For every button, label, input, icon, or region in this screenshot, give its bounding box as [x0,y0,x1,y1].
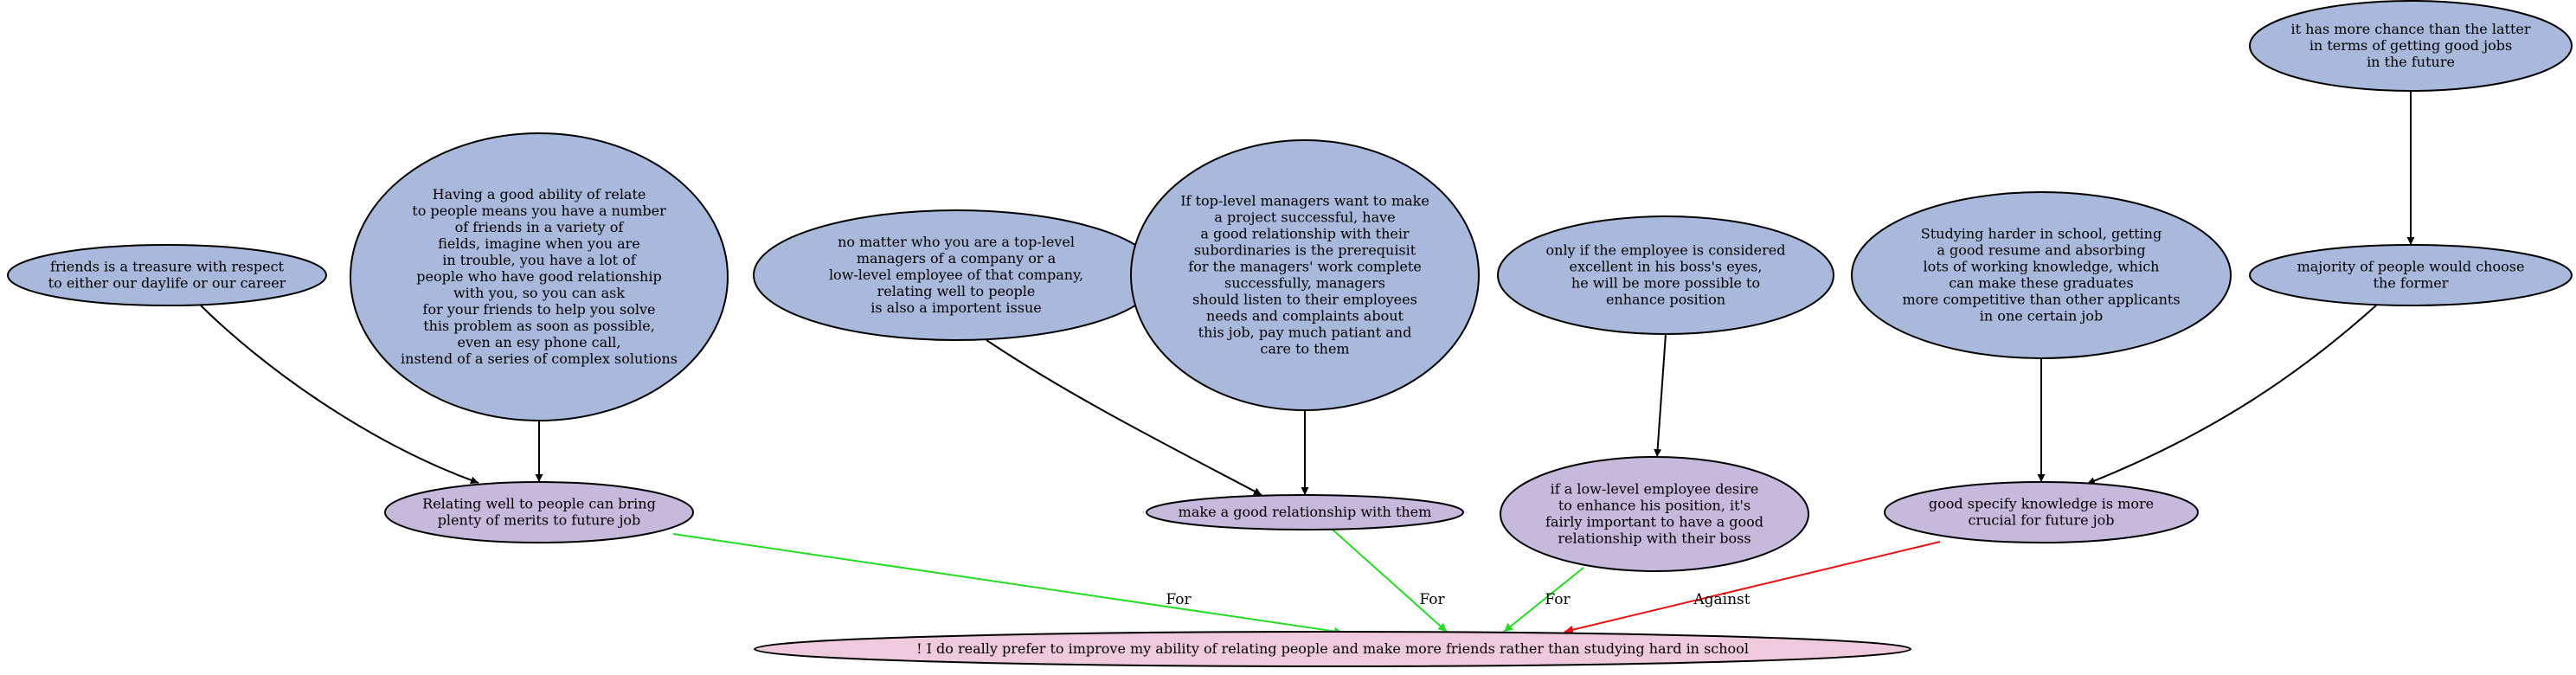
node-text-line: in terms of getting good jobs [2309,37,2512,54]
node-conclusion-root: ! I do really prefer to improve my abili… [754,631,1911,667]
node-ellipse [1884,481,2199,543]
node-premise-n3: no matter who you are a top-levelmanager… [753,209,1160,341]
node-ellipse [2249,244,2573,306]
edges-layer: For For For Against [200,91,2415,636]
node-text-line: more competitive than other applicants [1902,292,2180,308]
node-text-line: in the future [2367,54,2455,70]
node-ellipse [1500,456,1809,572]
node-ellipse [1497,215,1834,335]
edge-label-for: For [1166,591,1192,608]
node-text-line: people who have good relationship [416,268,661,285]
node-ellipse [2249,0,2573,92]
node-text-line: ! I do really prefer to improve my abili… [916,640,1749,657]
node-text-line: in one certain job [1980,308,2103,325]
node-text-line: it has more chance than the latter [2291,21,2531,37]
node-text-line: relating well to people [877,283,1036,299]
node-text-line: a project successful, have [1214,209,1395,226]
node-text-line: low-level employee of that company, [829,267,1083,283]
node-text-line: care to them [1260,341,1349,357]
node-ellipse [350,132,729,421]
node-text-line: the former [2374,275,2449,292]
node-text-line: to enhance his position, it's [1558,498,1751,514]
node-text-line: of friends in a variety of [455,219,625,235]
node-text-line: plenty of merits to future job [438,512,641,529]
node-ellipse [1130,139,1480,411]
edge-support-n3-to-c2 [986,339,1262,496]
node-text-line: this problem as soon as possible, [423,318,655,334]
node-text-line: excellent in his boss's eyes, [1570,259,1763,275]
node-text-line: needs and complaints about [1206,308,1404,325]
node-text-line: for the managers' work complete [1188,259,1421,275]
node-text-line: if a low-level employee desire [1551,481,1759,498]
node-text-line: make a good relationship with them [1179,504,1432,520]
edge-support-n1-to-c1 [200,305,479,485]
edge-for-c1-to-root [672,533,1344,636]
node-text-line: is also a importent issue [870,299,1041,316]
node-text-line: Relating well to people can bring [422,496,656,512]
node-ellipse [754,631,1911,667]
node-text-line: lots of working knowledge, which [1924,259,2160,275]
node-text-line: he will be more possible to [1571,275,1760,292]
node-text-line: subordinaries is the prerequisit [1194,242,1416,259]
node-text-line: only if the employee is considered [1546,242,1786,259]
node-text-line: to people means you have a number [412,202,666,219]
node-text-line: fairly important to have a good [1545,514,1763,530]
node-text-line: no matter who you are a top-level [838,234,1075,250]
edge-support-n5-to-c3 [1654,333,1667,458]
node-text-line: with you, so you can ask [453,285,625,301]
node-text-line: a good resume and absorbing [1937,242,2145,259]
node-text-line: crucial for future job [1968,512,2114,529]
node-text-line: instend of a series of complex solutions [401,350,678,367]
node-text-line: If top-level managers want to make [1180,193,1429,209]
node-claim-c2: make a good relationship with them [1146,494,1464,530]
node-text-line: for your friends to help you solve [423,301,656,318]
node-text-line: even an esy phone call, [458,334,621,350]
node-ellipse [7,244,327,306]
node-text-line: Studying harder in school, getting [1921,226,2162,242]
node-text-line: managers of a company or a [857,250,1057,267]
edge-support-n8-to-c4 [2086,305,2377,485]
node-text-line: friends is a treasure with respect [50,259,284,275]
node-text-line: should listen to their employees [1192,292,1417,308]
node-text-line: enhance position [1606,292,1725,308]
node-text-line: to either our daylife or our career [48,275,286,292]
node-text-line: good specify knowledge is more [1929,496,2154,512]
node-text-line: can make these graduates [1949,275,2133,292]
node-text-line: successfully, managers [1224,275,1385,292]
node-premise-n5: only if the employee is consideredexcell… [1497,215,1834,335]
edge-against-c4-to-root [1564,541,1941,634]
node-text-line: this job, pay much patiant and [1198,325,1412,341]
node-ellipse [384,481,694,543]
node-ellipse [1146,494,1464,530]
node-text-line: a good relationship with their [1200,226,1410,242]
edge-for-c2-to-root [1332,529,1448,633]
edge-for-c3-to-root [1503,567,1584,633]
edge-label-for: For [1419,591,1445,608]
node-ellipse [1851,191,2232,359]
node-claim-c1: Relating well to people can bringplenty … [384,481,694,543]
node-text-line: fields, imagine when you are [438,235,640,252]
edge-label-for: For [1545,591,1571,608]
node-text-line: majority of people would choose [2297,259,2525,275]
edge-label-against: Against [1693,591,1750,608]
node-text-line: in trouble, you have a lot of [442,252,637,268]
node-text-line: relationship with their boss [1558,530,1751,547]
node-text-line: Having a good ability of relate [433,186,646,202]
